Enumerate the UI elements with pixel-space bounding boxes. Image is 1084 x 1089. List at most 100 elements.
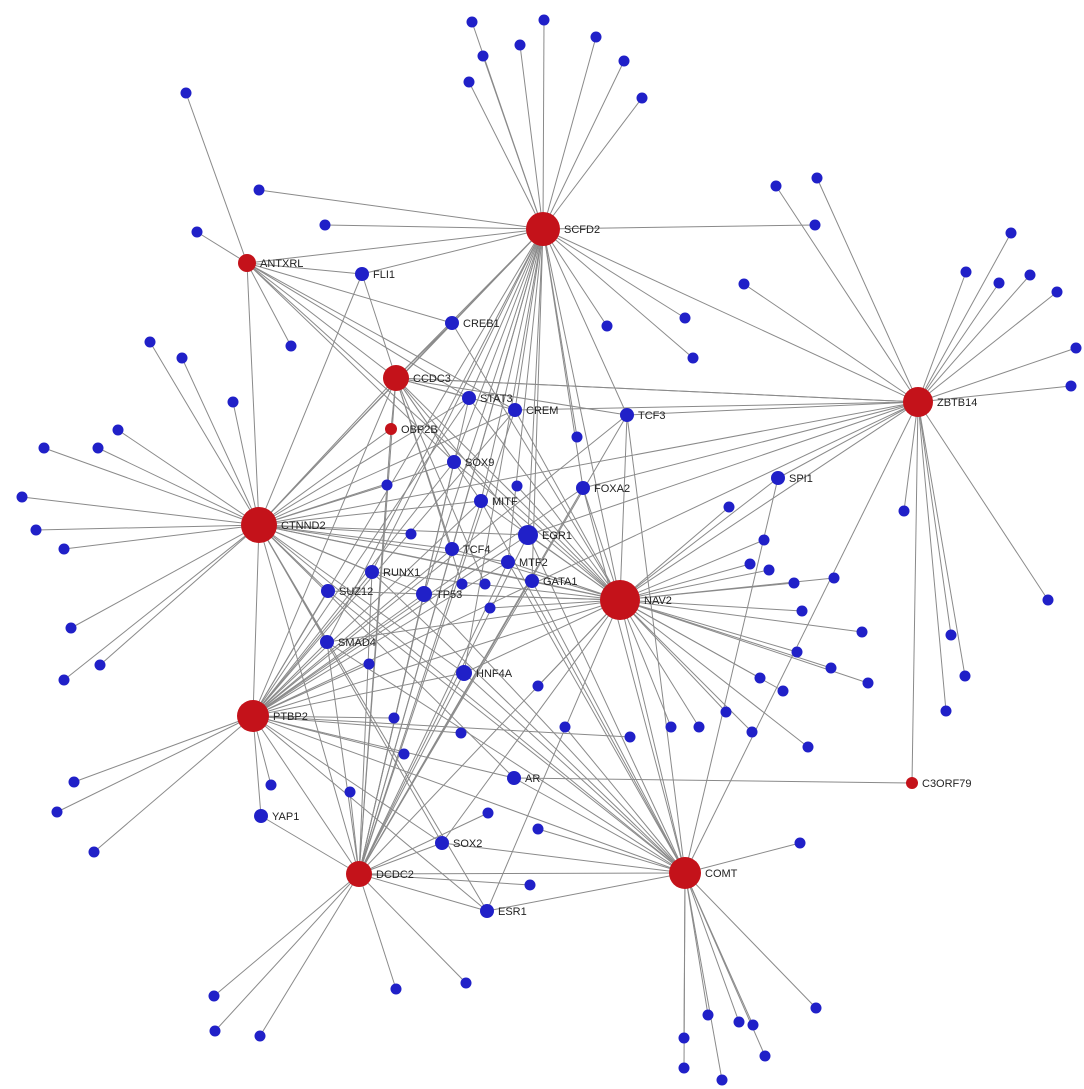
leaf-node-75: [455, 727, 467, 739]
label-sox9: SOX9: [465, 457, 494, 469]
edge-antxrl-sox9: [246, 262, 455, 463]
leaf-node-3: [514, 39, 526, 51]
edge-dcdc2-leaf-83: [358, 873, 531, 886]
edge-dcdc2-leaf-79: [259, 873, 360, 1037]
leaf-node-52: [828, 572, 840, 584]
edge-zbtb14-foxa2: [582, 401, 919, 489]
node-stat3: [462, 391, 476, 405]
leaf-node-8: [319, 219, 331, 231]
edge-dcdc2-hnf4a: [358, 672, 465, 875]
edge-dcdc2-comt: [358, 872, 686, 875]
label-nav2: NAV2: [644, 595, 672, 607]
label-ctnnd2: CTNND2: [281, 520, 326, 532]
edge-zbtb14-ccdc3: [395, 377, 919, 403]
edge-dcdc2-leaf-81: [358, 873, 467, 984]
edge-comt-foxa2: [582, 487, 686, 874]
edge-comt-leaf-90: [684, 872, 740, 1023]
edge-comt-mitf: [480, 500, 686, 874]
leaf-node-42: [65, 622, 77, 634]
edge-ptbp2-leaf-69: [56, 715, 254, 813]
leaf-node-19: [811, 172, 823, 184]
edge-zbtb14-tcf3: [626, 401, 919, 416]
node-obp2b: [385, 423, 397, 435]
edge-zbtb14-leaf-23: [917, 282, 1000, 403]
label-suz12: SUZ12: [339, 586, 373, 598]
leaf-node-54: [856, 626, 868, 638]
leaf-node-53: [796, 605, 808, 617]
edge-ctnnd2-leaf-40: [35, 524, 260, 531]
edge-scfd2-leaf-12: [542, 228, 694, 359]
leaf-node-38: [92, 442, 104, 454]
edge-nav2-stat3: [468, 397, 621, 601]
edge-nav2-leaf-63: [619, 599, 672, 728]
edge-antxrl-ccdc3: [246, 262, 397, 379]
node-sox2: [435, 836, 449, 850]
leaf-node-65: [532, 680, 544, 692]
label-scfd2: SCFD2: [564, 224, 600, 236]
leaf-node-55: [791, 646, 803, 658]
leaf-node-70: [88, 846, 100, 858]
edge-ccdc3-egr1: [395, 377, 529, 536]
edge-ctnnd2-hnf4a: [258, 524, 465, 674]
leaf-node-4: [590, 31, 602, 43]
node-gata1: [525, 574, 539, 588]
edge-ctnnd2-mtf2: [258, 524, 509, 563]
edge-zbtb14-leaf-22: [917, 271, 967, 403]
edge-dcdc2-leaf-78: [214, 873, 360, 1032]
label-smad4: SMAD4: [338, 637, 376, 649]
edge-zbtb14-nav2: [619, 401, 919, 601]
leaf-node-66: [511, 480, 523, 492]
leaf-node-1: [538, 14, 550, 26]
edge-ccdc3-crem: [395, 377, 516, 411]
edge-zbtb14-crem: [514, 401, 919, 411]
leaf-node-63: [665, 721, 677, 733]
edge-scfd2-sox9: [453, 228, 544, 463]
leaf-node-25: [1051, 286, 1063, 298]
leaf-node-76: [624, 731, 636, 743]
edge-scfd2-leaf-4: [542, 36, 597, 230]
leaf-node-18: [770, 180, 782, 192]
node-dcdc2: [346, 861, 372, 887]
leaf-node-68: [68, 776, 80, 788]
edge-nav2-leaf-60: [619, 599, 727, 713]
leaf-node-10: [809, 219, 821, 231]
leaf-node-87: [678, 1062, 690, 1074]
edge-ctnnd2-leaf-43: [99, 524, 260, 666]
leaf-node-29: [1042, 594, 1054, 606]
edge-nav2-esr1: [486, 599, 621, 912]
node-esr1: [480, 904, 494, 918]
label-yap1: YAP1: [272, 811, 299, 823]
edge-scfd2-leaf-3: [519, 44, 544, 230]
node-tcf3: [620, 408, 634, 422]
edge-nav2-leaf-48: [619, 539, 765, 601]
edge-ptbp2-leaf-70: [93, 715, 254, 853]
edge-nav2-leaf-66: [516, 485, 621, 601]
edge-zbtb14-leaf-21: [917, 232, 1012, 403]
leaf-node-23: [993, 277, 1005, 289]
node-ar: [507, 771, 521, 785]
label-creb1: CREB1: [463, 318, 500, 330]
edge-ptbp2-tcf4: [252, 548, 453, 717]
edge-scfd2-runx1: [371, 228, 544, 573]
edge-ctnnd2-egr1: [258, 524, 529, 536]
leaf-node-97: [479, 578, 491, 590]
edge-dcdc2-tcf4: [358, 548, 453, 875]
node-creb1: [445, 316, 459, 330]
nodes-layer: [16, 14, 1082, 1086]
leaf-node-69: [51, 806, 63, 818]
node-comt: [669, 857, 701, 889]
edge-dcdc2-smad4: [326, 641, 360, 875]
edge-antxrl-leaf-16: [196, 231, 248, 264]
label-ccdc3: CCDC3: [413, 373, 451, 385]
edge-dcdc2-gata1: [358, 580, 533, 875]
edge-comt-leaf-93: [684, 872, 817, 1009]
edge-ptbp2-egr1: [252, 534, 529, 717]
edge-comt-leaf-95: [537, 828, 686, 874]
edge-ctnnd2-leaf-41: [63, 524, 260, 550]
node-egr1: [518, 525, 538, 545]
edge-scfd2-leaf-9: [258, 189, 544, 230]
edge-dcdc2-crem: [358, 409, 516, 875]
leaf-node-82: [344, 786, 356, 798]
label-sox2: SOX2: [453, 838, 482, 850]
edge-scfd2-zbtb14: [542, 228, 919, 403]
